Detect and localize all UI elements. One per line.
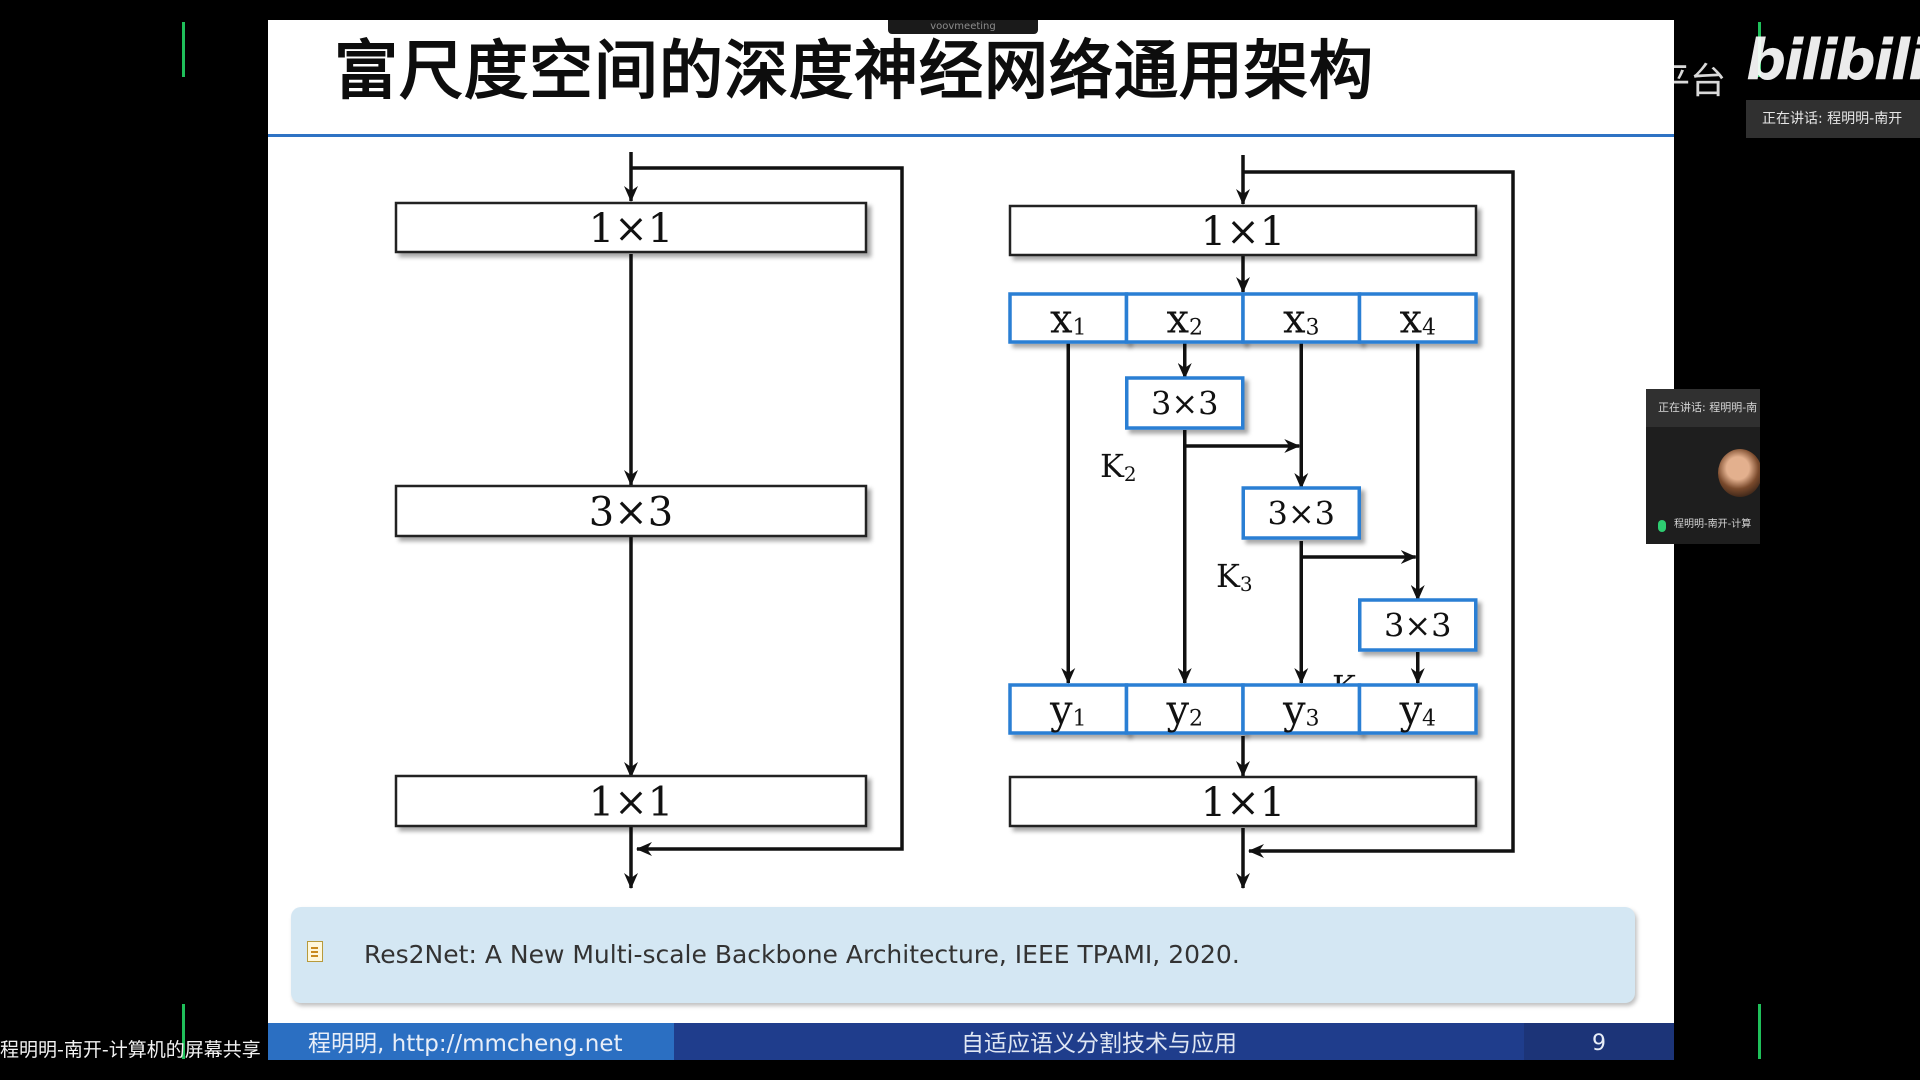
x-split-cell-3: x3 — [1241, 292, 1362, 344]
conv3x3-k2: 3×3 — [1125, 376, 1245, 430]
speaker-name: 程明明-南开-计算 — [1674, 519, 1752, 530]
x-split-cell-4-label: x4 — [1399, 296, 1436, 342]
reference-text: Res2Net: A New Multi-scale Backbone Arch… — [364, 940, 1240, 969]
meeting-tag: voovmeeting — [888, 20, 1038, 34]
x-split-cell-1-label: x1 — [1050, 296, 1087, 342]
title-divider — [268, 134, 1674, 137]
y-concat-cell-1: y1 — [1008, 683, 1129, 735]
y-concat-cell-2-label: y2 — [1165, 687, 1203, 733]
right-conv1x1-bottom: 1×1 — [1008, 775, 1478, 828]
reference-callout: Res2Net: A New Multi-scale Backbone Arch… — [291, 907, 1635, 1003]
speaker-panel-title: 正在讲话: 程明明-南 — [1646, 389, 1760, 427]
x-split-cell-2-label: x2 — [1166, 296, 1203, 342]
res2net-block-diagram: 1×13×31×11×1x1x2x3x43×33×33×3K2K3K4y1y2y… — [394, 152, 1515, 889]
y-concat-cell-2: y2 — [1124, 683, 1245, 735]
x-split-cell-2: x2 — [1124, 292, 1245, 344]
conv3x3-k3-label: 3×3 — [1267, 495, 1335, 533]
presentation-slide: 富尺度空间的深度神经网络通用架构 voovmeeting 1×1 3×3 1×1 1×… — [268, 20, 1674, 1060]
bilibili-logo: bilibili — [1746, 28, 1920, 93]
right-conv1x1-top: 1×1 — [1008, 204, 1478, 257]
avatar — [1718, 449, 1760, 497]
frame-marker-top-right — [1758, 22, 1761, 77]
conv3x3-k2-label: 3×3 — [1151, 385, 1219, 423]
document-icon — [307, 941, 323, 962]
footer-author-band: 程明明, http://mmcheng.net — [268, 1023, 674, 1060]
frame-marker-bottom-right — [1758, 1004, 1761, 1059]
frame-marker-top-left — [182, 22, 185, 77]
x-split-cell-4: x4 — [1357, 292, 1478, 344]
frame-marker-bottom-left — [182, 1004, 185, 1059]
kernel-label-2: K2 — [1100, 447, 1137, 486]
footer-author: 程明明, http://mmcheng.net — [308, 1031, 623, 1057]
footer-page-number: 9 — [1524, 1023, 1674, 1060]
right-conv1x1-bottom-label: 1×1 — [1201, 780, 1285, 826]
y-concat-cell-3-label: y3 — [1282, 687, 1320, 733]
slide-title: 富尺度空间的深度神经网络通用架构 — [334, 35, 1374, 109]
speaking-indicator: 正在讲话: 程明明-南开 — [1746, 100, 1920, 138]
slide-footer: 程明明, http://mmcheng.net 自适应语义分割技术与应用 9 — [268, 1023, 1674, 1060]
left-skip-connection — [631, 166, 904, 856]
conv3x3-k4: 3×3 — [1358, 598, 1478, 652]
microphone-icon — [1658, 520, 1666, 532]
diagram-blocks: 1×13×31×11×1x1x2x3x43×33×33×3K2K3K4y1y2y… — [394, 201, 1478, 828]
y-concat-cell-4: y4 — [1357, 683, 1478, 735]
left-conv3x3: 3×3 — [394, 484, 868, 538]
left-conv3x3-label: 3×3 — [589, 489, 673, 535]
speaker-video-panel[interactable]: 正在讲话: 程明明-南 程明明-南开-计算 — [1646, 389, 1760, 544]
y-concat-cell-3: y3 — [1241, 683, 1362, 735]
footer-course-title: 自适应语义分割技术与应用 — [961, 1031, 1237, 1057]
right-skip-connection — [1243, 170, 1515, 858]
right-conv1x1-top-label: 1×1 — [1201, 209, 1285, 255]
x-split-cell-1: x1 — [1008, 292, 1129, 344]
diagram-connectors — [624, 152, 1515, 889]
platform-watermark-text: 技术平台 — [1582, 61, 1727, 102]
conv3x3-k4-label: 3×3 — [1384, 607, 1452, 645]
left-conv1x1-top-label: 1×1 — [589, 206, 673, 252]
left-conv1x1-top: 1×1 — [394, 201, 868, 254]
kernel-label-3: K3 — [1216, 557, 1253, 596]
left-conv1x1-bottom-label: 1×1 — [589, 779, 673, 825]
left-conv1x1-bottom: 1×1 — [394, 774, 868, 828]
screen-share-label: 程明明-南开-计算机的屏幕共享 — [0, 1039, 261, 1061]
conv3x3-k3: 3×3 — [1241, 486, 1361, 540]
